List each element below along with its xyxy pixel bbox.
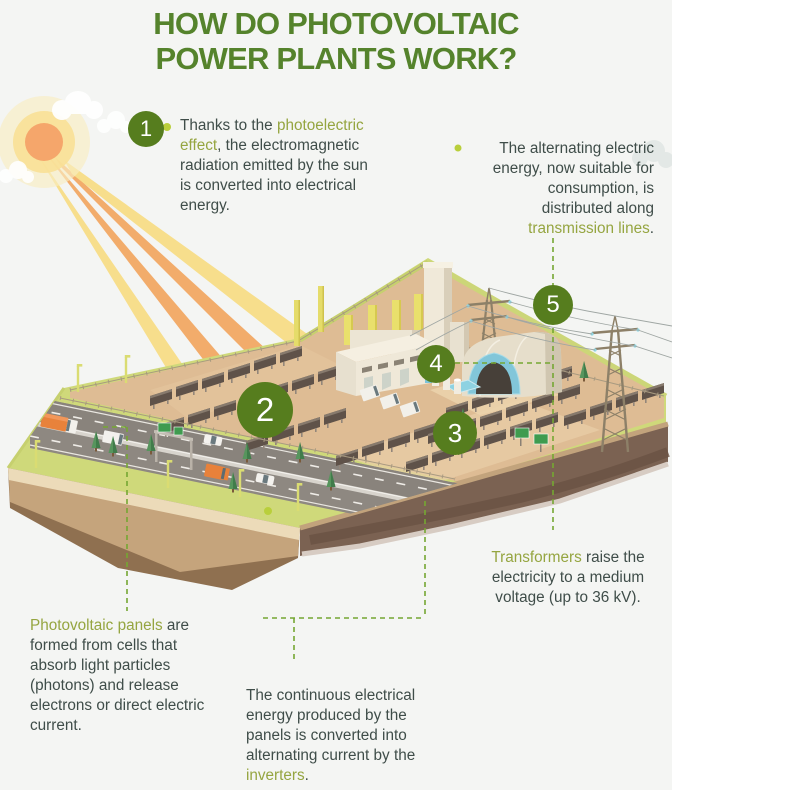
factory-building: [336, 262, 469, 396]
step4-text-highlight: Transformers: [491, 549, 582, 566]
step3-text-highlight: inverters: [246, 767, 305, 784]
page-title: HOW DO PHOTOVOLTAIC POWER PLANTS WORK?: [0, 6, 672, 76]
step1-text-post: , the electromagnetic radiation emitted …: [180, 137, 368, 214]
step4-text-post: raise the electricity to a medium voltag…: [491, 549, 645, 606]
cloud-icon: [0, 91, 672, 183]
step5-text-post: .: [649, 220, 654, 237]
car: [255, 473, 275, 485]
step1-text-pre: Thanks to the: [180, 117, 277, 134]
plant-illustration: [0, 91, 672, 662]
step2-badge: 2: [237, 382, 293, 438]
page-title-line1: HOW DO PHOTOVOLTAIC: [153, 6, 519, 41]
infographic-canvas: HOW DO PHOTOVOLTAIC POWER PLANTS WORK? T…: [0, 0, 672, 790]
step1-badge: 1: [128, 111, 164, 147]
step5-badge: 5: [533, 285, 573, 325]
step5-text-highlight: transmission lines: [528, 220, 650, 237]
step3-text: The continuous electrical energy produce…: [246, 686, 431, 786]
step3-text-pre: The continuous electrical energy produce…: [246, 687, 416, 764]
truck: [40, 412, 78, 434]
step1-text-highlight: photoelectric effect: [180, 117, 364, 154]
step2-text: Photovoltaic panels are formed from cell…: [30, 616, 222, 736]
van: [359, 384, 421, 418]
page-title-line2: POWER PLANTS WORK?: [155, 41, 517, 76]
car: [203, 434, 223, 446]
step3-text-post: .: [304, 767, 309, 784]
sun-rays: [28, 140, 324, 394]
terrain-cliffs: [8, 421, 670, 590]
chimney: [423, 262, 469, 364]
step4-badge: 4: [417, 345, 455, 383]
step4-text: Transformers raise the electricity to a …: [483, 548, 653, 608]
street-light: [34, 286, 324, 511]
anchor-dot: [163, 123, 462, 515]
step1-text: Thanks to the photoelectric effect, the …: [180, 116, 368, 216]
step2-text-post: are formed from cells that absorb light …: [30, 617, 205, 734]
step2-text-highlight: Photovoltaic panels: [30, 617, 163, 634]
step5-text-pre: The alternating electric energy, now sui…: [492, 140, 654, 217]
truck: [204, 463, 230, 481]
step3-badge: 3: [433, 411, 477, 455]
step5-text: The alternating electric energy, now sui…: [474, 139, 654, 239]
road-sign: [154, 422, 549, 470]
